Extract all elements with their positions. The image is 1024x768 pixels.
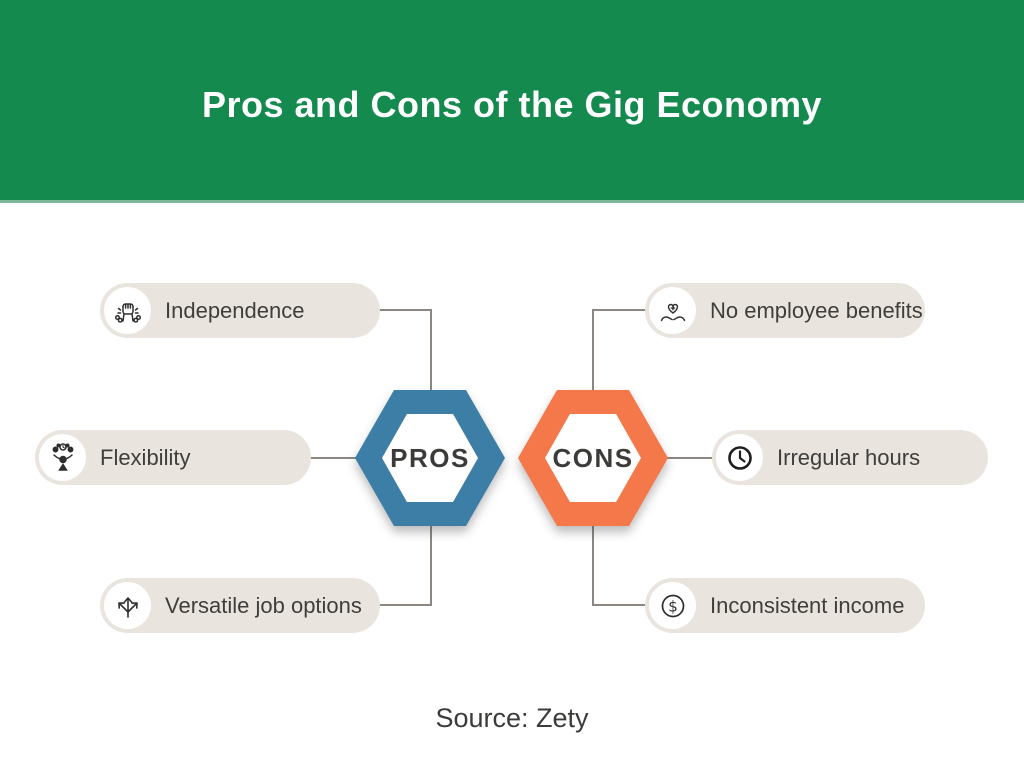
branching-arrows-icon	[104, 582, 151, 629]
cons-item-label: Irregular hours	[777, 444, 921, 470]
connector-cons-middle	[667, 457, 713, 459]
dollar-coin-icon: $	[649, 582, 696, 629]
cons-hexagon: CONS	[518, 390, 668, 526]
pros-item-label: Versatile job options	[165, 592, 362, 618]
pros-item-flexibility: Flexibility	[35, 430, 311, 485]
connector-pros-middle	[309, 457, 357, 459]
pros-item-independence: Independence	[100, 283, 380, 338]
pros-hexagon-ring: PROS	[355, 390, 505, 526]
connector-pros-bottom-vertical	[430, 524, 432, 606]
cons-item-label: Inconsistent income	[710, 592, 905, 618]
cons-hexagon-inner: CONS	[545, 414, 641, 502]
hands-heart-cross-icon	[649, 287, 696, 334]
cons-item-label: No employee benefits	[710, 297, 923, 323]
pros-hexagon-inner: PROS	[382, 414, 478, 502]
connector-cons-bottom-vertical	[592, 524, 594, 606]
connector-pros-top-vertical	[430, 309, 432, 391]
connector-pros-top-horizontal	[378, 309, 432, 311]
cons-item-hours: Irregular hours	[712, 430, 988, 485]
connector-cons-top-vertical	[592, 309, 594, 391]
cons-item-benefits: No employee benefits	[645, 283, 925, 338]
connector-pros-bottom-horizontal	[378, 604, 432, 606]
connector-cons-top-horizontal	[592, 309, 646, 311]
connector-cons-bottom-horizontal	[592, 604, 646, 606]
pros-label: PROS	[390, 442, 470, 473]
fist-broken-chains-icon	[104, 287, 151, 334]
cons-hexagon-ring: CONS	[518, 390, 668, 526]
clock-icon	[716, 434, 763, 481]
pros-item-versatile: Versatile job options	[100, 578, 380, 633]
pros-item-label: Independence	[165, 297, 305, 323]
pros-item-label: Flexibility	[100, 444, 191, 470]
juggling-tasks-icon	[39, 434, 86, 481]
source-credit: Source: Zety	[435, 703, 589, 733]
cons-item-income: $ Inconsistent income	[645, 578, 925, 633]
svg-text:$: $	[668, 597, 678, 615]
page-title: Pros and Cons of the Gig Economy	[201, 84, 823, 125]
cons-label: CONS	[552, 442, 634, 473]
header-band: Pros and Cons of the Gig Economy	[0, 0, 1024, 203]
pros-hexagon: PROS	[355, 390, 505, 526]
